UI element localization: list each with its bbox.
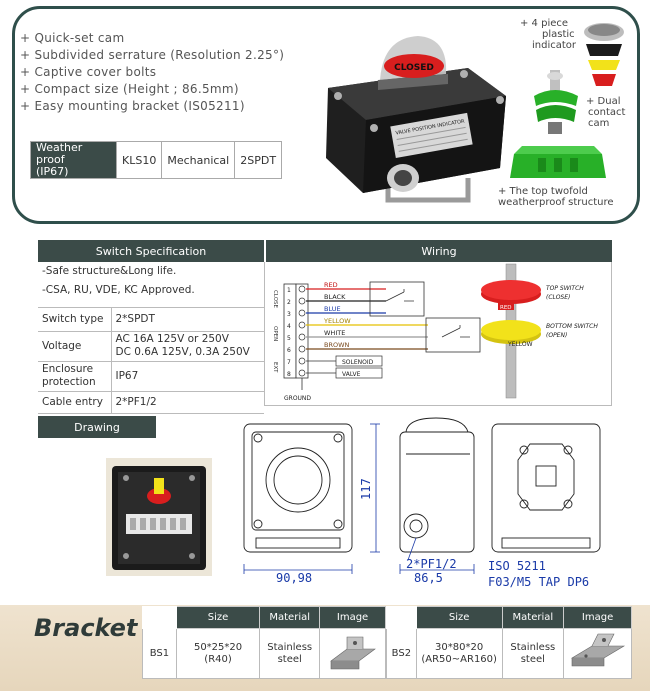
wire-label: YELLOW: [323, 317, 351, 325]
tap-callout: F03/M5 TAP DP6: [488, 575, 589, 589]
weatherproof-cover-image: [510, 146, 606, 178]
drawing-header: Drawing: [38, 416, 156, 438]
bracket-material: Stainless steel: [259, 628, 321, 679]
weatherproof-label: Weather proof (IP67): [30, 141, 117, 179]
image-header: Image: [563, 606, 632, 629]
indicator-parts-image: [584, 23, 624, 86]
terminal-number: 5: [287, 335, 291, 342]
terminal-number: 7: [287, 359, 291, 366]
terminal-number: 4: [287, 323, 291, 330]
wiring-panel: [264, 262, 612, 406]
open-tag: OPEN: [272, 326, 278, 341]
feature-item: Quick-set cam: [20, 30, 284, 47]
dual-cam-image: [534, 70, 578, 134]
bracket-table-bs2: Size Material Image BS2 30*80*20 (AR50~A…: [386, 606, 632, 679]
red-cam-label: RED: [500, 305, 512, 311]
feature-item: Captive cover bolts: [20, 64, 284, 81]
iso-callout: ISO 5211: [488, 559, 546, 573]
product-spec-table: Weather proof (IP67) KLS10 Mechanical 2S…: [30, 141, 283, 179]
wire-label: RED: [324, 281, 338, 289]
wiring-diagram: 1 2 3 4 5 6 7 8 CLOSE OPEN EXT RED BLACK…: [272, 263, 598, 402]
bracket-code: BS2: [386, 628, 417, 679]
top-switch-label: TOP SWITCH: [546, 285, 584, 292]
spec-key: Enclosure protection: [38, 361, 112, 392]
material-header: Material: [501, 606, 565, 629]
bracket-table-bs1: Size Material Image BS1 50*25*20 (R40) S…: [142, 606, 386, 679]
spec-header: Switch Specification: [38, 240, 264, 262]
bottom-switch-state: (OPEN): [546, 332, 567, 339]
valve-label: VALVE: [342, 371, 361, 378]
open-box-photo: [106, 458, 212, 576]
callout-cam: + Dual contact cam: [586, 96, 626, 129]
bracket-code: BS1: [142, 628, 177, 679]
size-header: Size: [175, 606, 261, 629]
spec-value: AC 16A 125V or 250V DC 0.6A 125V, 0.3A 2…: [111, 331, 264, 362]
contact-cell: 2SPDT: [234, 141, 283, 179]
top-switch-state: (CLOSE): [546, 294, 570, 301]
spec-value: 2*PF1/2: [111, 391, 264, 414]
feature-list: Quick-set cam Subdivided serrature (Reso…: [20, 30, 284, 115]
callout-indicator: + 4 piece plastic indicator: [520, 18, 577, 51]
bracket-size: 50*25*20 (R40): [175, 628, 261, 679]
feature-item: Subdivided serrature (Resolution 2.25°): [20, 47, 284, 64]
material-header: Material: [259, 606, 321, 629]
bracket-title: Bracket: [34, 614, 138, 642]
close-tag: CLOSE: [272, 290, 278, 309]
bracket-size: 30*80*20 (AR50~AR160): [415, 628, 503, 679]
solenoid-label: SOLENOID: [342, 359, 374, 366]
spec-key: Cable entry: [38, 391, 112, 414]
feature-item: Easy mounting bracket (IS05211): [20, 98, 284, 115]
model-cell: KLS10: [115, 141, 163, 179]
dim-depth: 86,5: [414, 571, 443, 585]
dim-height: 117: [359, 478, 373, 500]
spec-value: IP67: [111, 361, 264, 392]
ext-tag: EXT: [272, 362, 278, 373]
feature-item: Compact size (Height ; 86.5mm): [20, 81, 284, 98]
ground-label: GROUND: [284, 395, 311, 402]
spec-key: Switch type: [38, 308, 112, 332]
spec-value: 2*SPDT: [111, 308, 264, 332]
bracket-image: [319, 628, 386, 679]
terminal-number: 3: [287, 311, 291, 318]
callout-structure: + The top twofold weatherproof structure: [498, 186, 614, 208]
bottom-switch-label: BOTTOM SWITCH: [546, 323, 598, 330]
size-header: Size: [415, 606, 503, 629]
bracket-image: [563, 628, 632, 679]
spec-notes: -Safe structure&Long life. -CSA, RU, VDE…: [38, 262, 264, 308]
spec-table: Switch type 2*SPDT Voltage AC 16A 125V o…: [38, 308, 264, 414]
spec-body: -Safe structure&Long life. -CSA, RU, VDE…: [38, 262, 264, 414]
type-cell: Mechanical: [161, 141, 236, 179]
bracket-material: Stainless steel: [501, 628, 565, 679]
cable-callout: 2*PF1/2: [406, 557, 457, 571]
limit-switch-box-image: VALVE POSITION INDICATOR CLOSED: [326, 36, 506, 203]
image-header: Image: [319, 606, 386, 629]
yellow-cam-label: YELLOW: [507, 341, 533, 348]
technical-drawing: 90,98 117 2*PF1/2 86,5 ISO 5211 F03/M5 T…: [243, 417, 601, 589]
dim-width: 90,98: [276, 571, 312, 585]
wire-label: BLACK: [324, 293, 346, 301]
terminal-number: 6: [287, 347, 291, 354]
spec-key: Voltage: [38, 331, 112, 362]
terminal-number: 8: [287, 371, 291, 378]
terminal-number: 2: [287, 299, 291, 306]
wire-label: BROWN: [324, 341, 350, 349]
wire-label: WHITE: [324, 329, 345, 337]
terminal-number: 1: [287, 287, 291, 294]
indicator-text: CLOSED: [394, 63, 434, 73]
bracket-bs1-image: [329, 636, 376, 669]
bracket-bs2-image: [570, 633, 625, 666]
wire-label: BLUE: [324, 305, 341, 313]
wiring-header: Wiring: [266, 240, 612, 262]
